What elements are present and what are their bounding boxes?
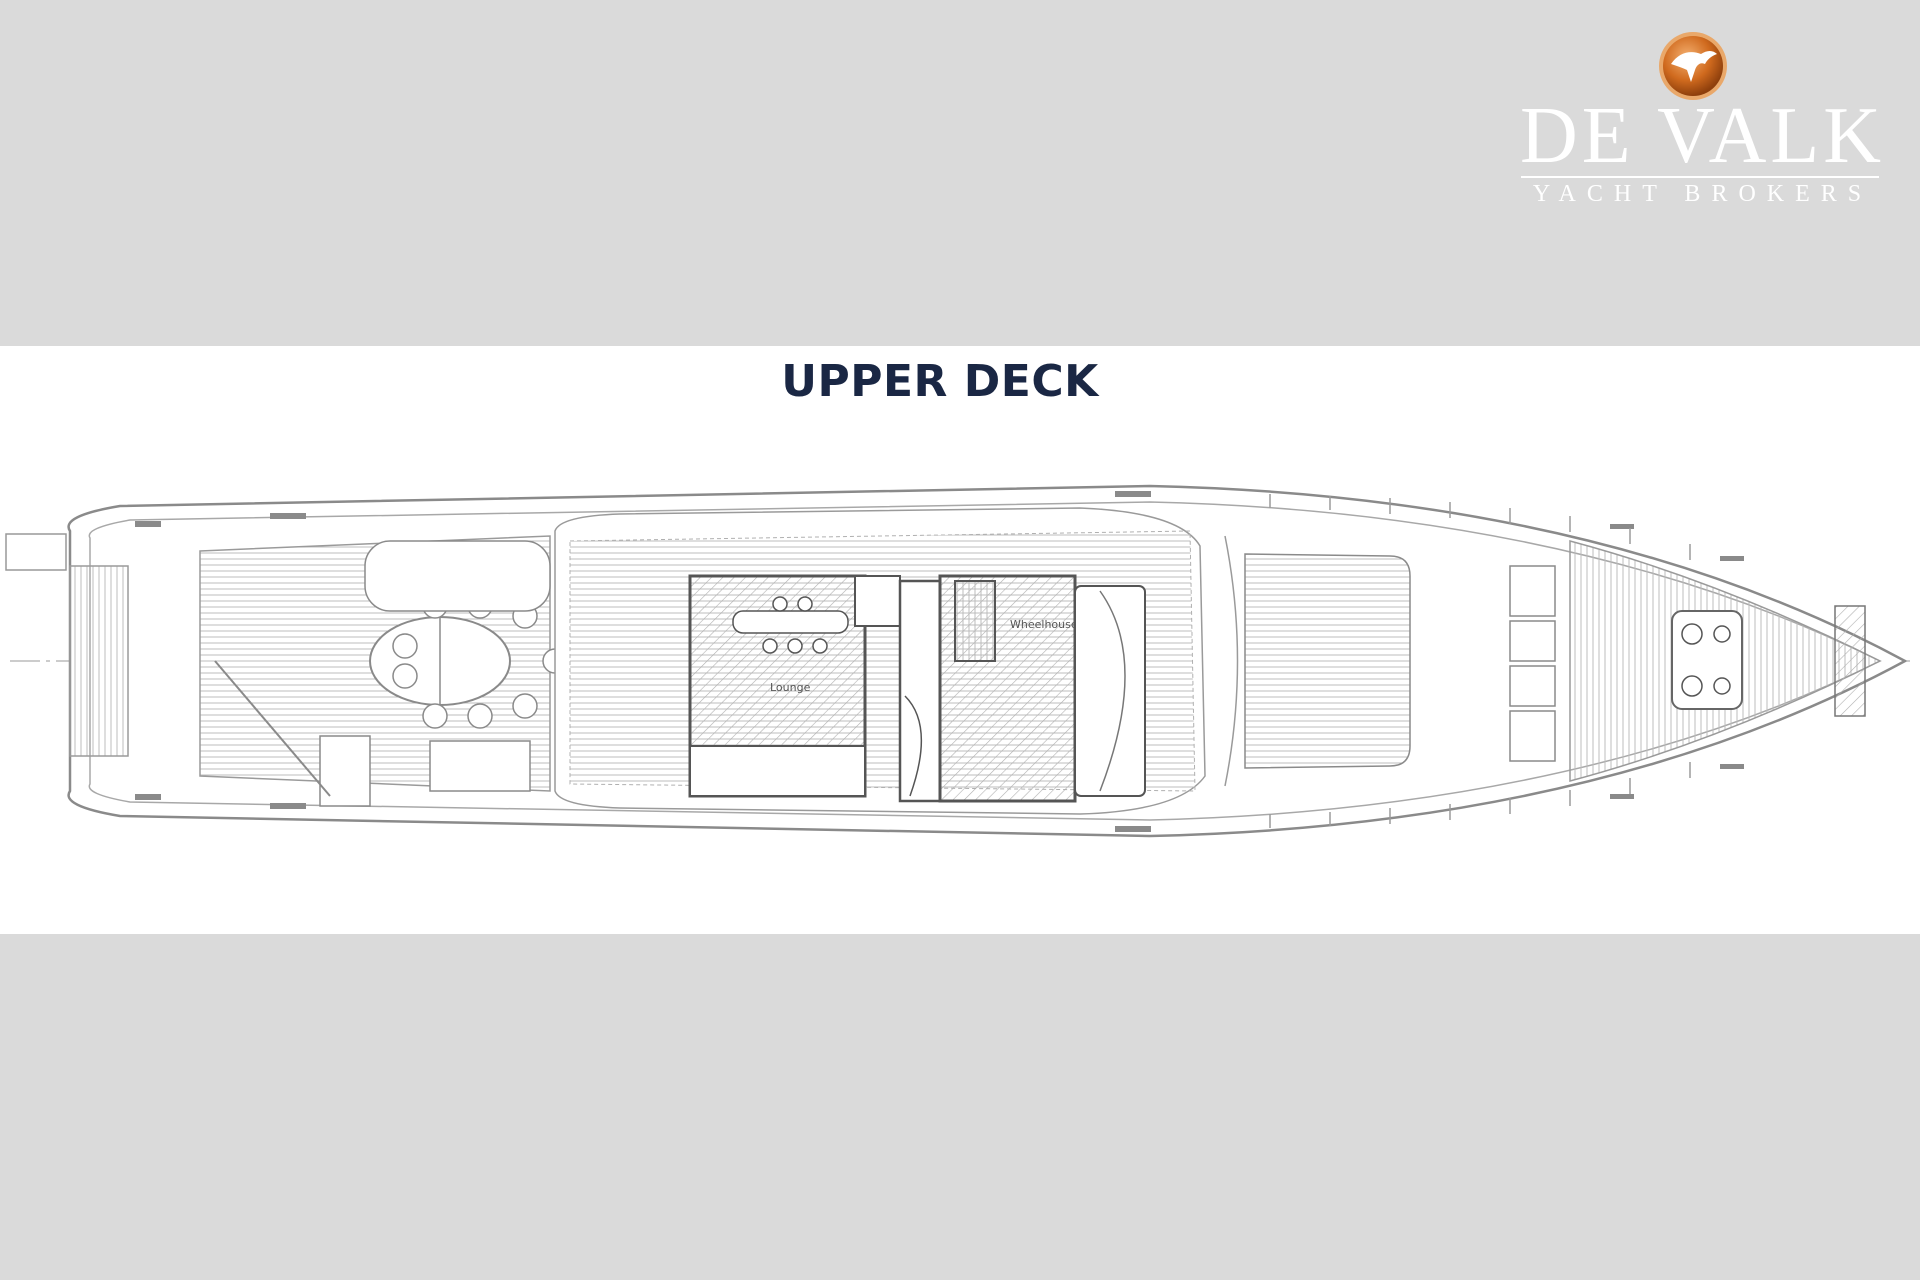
deck-title: UPPER DECK	[781, 356, 1099, 407]
lounge-bar	[732, 610, 849, 634]
wheelhouse-label: Wheelhouse	[1010, 618, 1078, 631]
staircase	[898, 579, 942, 803]
helm-console	[1074, 585, 1146, 797]
pantry	[854, 575, 901, 627]
aft-sunpad	[364, 540, 551, 612]
foredeck-hatches	[1509, 565, 1556, 762]
wheelhouse-stair	[954, 580, 996, 662]
davit	[214, 660, 331, 797]
aft-box	[429, 740, 531, 792]
anchor-winch	[1671, 610, 1743, 710]
side-cleats	[1115, 491, 1151, 832]
deck-plan-panel: UPPER DECK	[0, 346, 1920, 934]
bulwark-stanchions	[1269, 494, 1691, 828]
bow-hatch	[1834, 605, 1866, 717]
aft-cleats	[135, 513, 306, 809]
lounge-label: Lounge	[770, 681, 811, 694]
yacht-plan-svg: Lounge Wheelhouse	[5, 484, 1910, 838]
brand-name: DE VALK	[1519, 92, 1886, 180]
fore-cleats	[1610, 524, 1744, 799]
transom-step	[5, 533, 67, 571]
winch-drums	[1681, 623, 1731, 697]
aft-stair	[319, 735, 371, 807]
logo-divider	[1521, 176, 1879, 178]
bar-stools	[762, 596, 828, 654]
lounge-cabinet	[689, 745, 866, 797]
foredeck-sunpad	[1244, 553, 1411, 769]
brand-logo: DE VALK YACHT BROKERS	[1515, 30, 1890, 210]
deck-plan-drawing: Lounge Wheelhouse	[0, 406, 1920, 934]
aft-deck-teak	[69, 565, 129, 757]
falcon-emblem-icon	[1659, 32, 1727, 100]
brand-tagline: YACHT BROKERS	[1532, 181, 1873, 207]
